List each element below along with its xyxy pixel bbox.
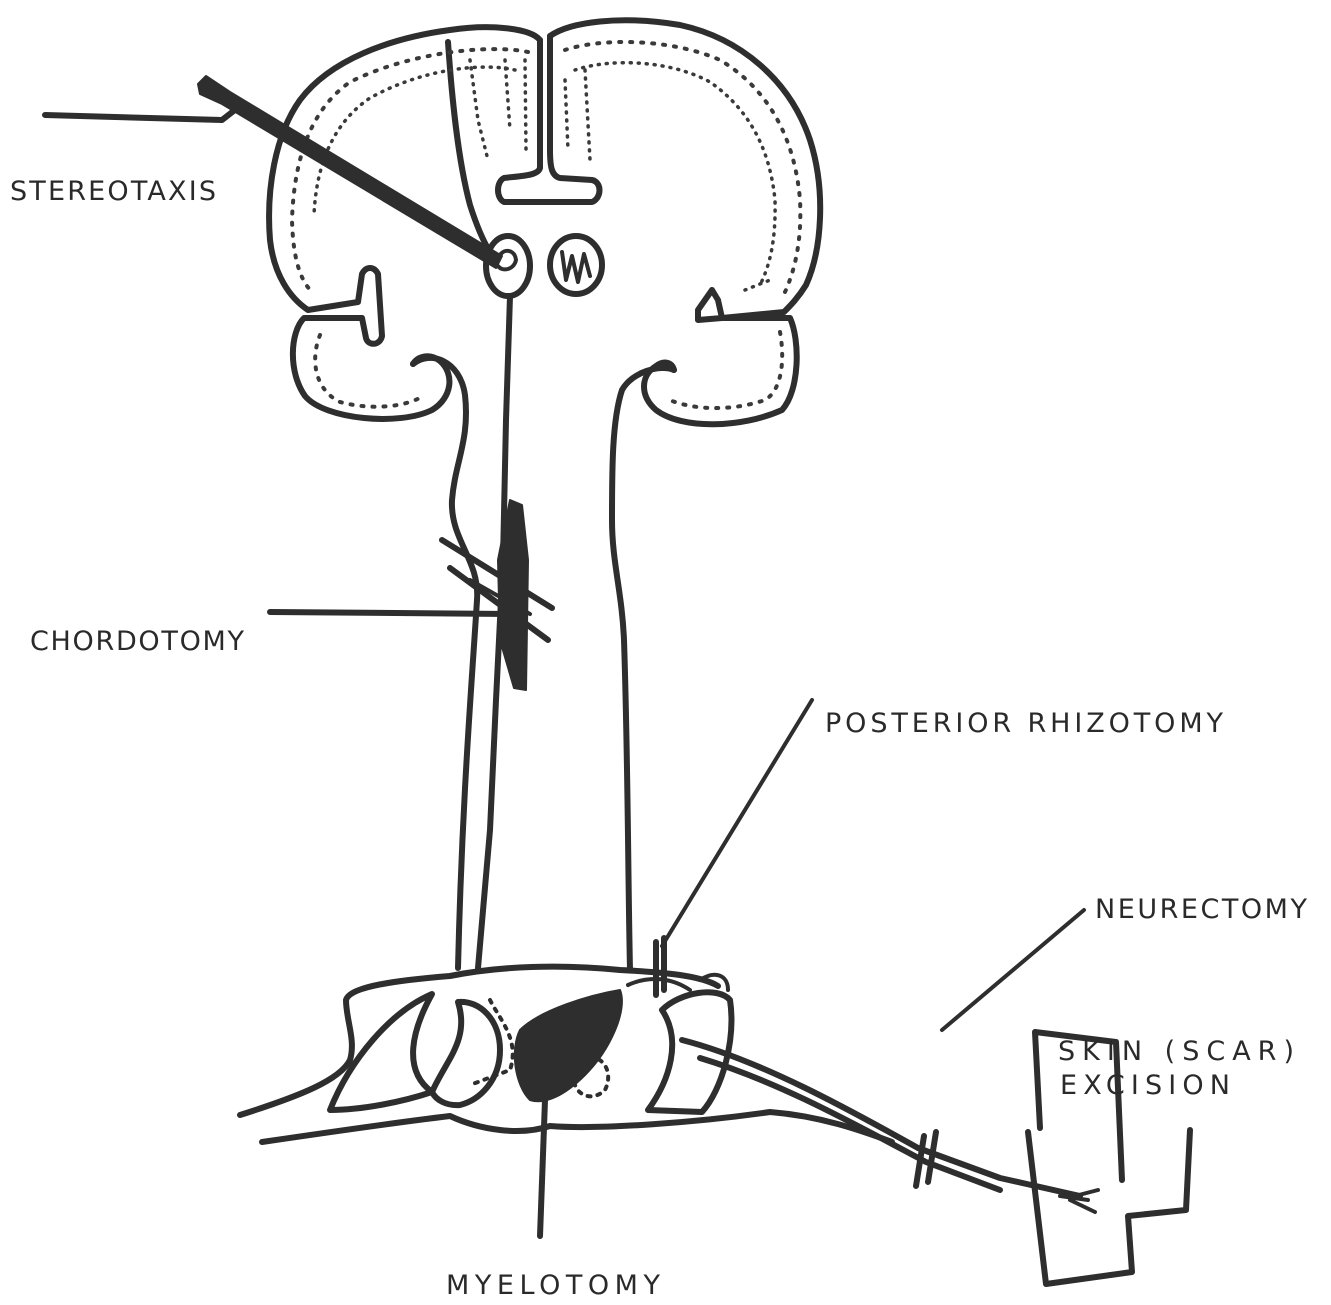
neurectomy-cut-1 <box>916 1136 924 1186</box>
skin-flap-lower <box>1028 1130 1190 1284</box>
central-dark-mass <box>515 990 622 1101</box>
left-ganglion <box>432 1002 500 1105</box>
nerve-roots-and-ganglia <box>240 938 1098 1236</box>
posterior-rhizotomy-label: POSTERIOR RHIZOTOMY <box>825 708 1225 739</box>
spinal-cord-left-edge <box>413 358 477 968</box>
stereotaxis-pointer-line <box>45 106 240 120</box>
chordotomy-label: CHORDOTOMY <box>30 626 246 657</box>
brain <box>269 20 820 424</box>
skin-excision-label-line2: EXCISION <box>1060 1070 1232 1101</box>
peripheral-nerve-lower <box>700 1058 1000 1190</box>
interhemispheric-fissure <box>498 36 600 202</box>
spinal-cord-right-edge <box>612 368 674 970</box>
base-lower-outline <box>262 1112 892 1142</box>
right-temporal-stipple <box>665 332 782 408</box>
posterior-rhizotomy-pointer-line <box>662 700 812 946</box>
neurectomy-pointer-line <box>942 910 1084 1030</box>
right-cortex-stipple-inner <box>575 63 775 285</box>
right-temporal-lobe <box>644 318 797 424</box>
dotted-root-left <box>470 1000 513 1085</box>
chordotomy-cut <box>270 500 552 690</box>
myelotomy-label: MYELOTOMY <box>446 1270 662 1301</box>
chordotomy-pointer-line <box>270 612 510 614</box>
stereotaxis-label: STEREOTAXIS <box>10 176 218 207</box>
neurectomy-cut-2 <box>928 1132 936 1182</box>
left-hemisphere-outline <box>269 27 540 419</box>
right-thalamus-detail <box>562 252 590 282</box>
myelotomy-line <box>540 1100 545 1236</box>
skin-excision-label-line1: SKIN (SCAR) <box>1058 1036 1296 1067</box>
left-medial-stipple <box>470 60 526 160</box>
left-cortex-stipple-inner <box>314 67 515 215</box>
neurectomy-label: NEURECTOMY <box>1095 894 1309 925</box>
